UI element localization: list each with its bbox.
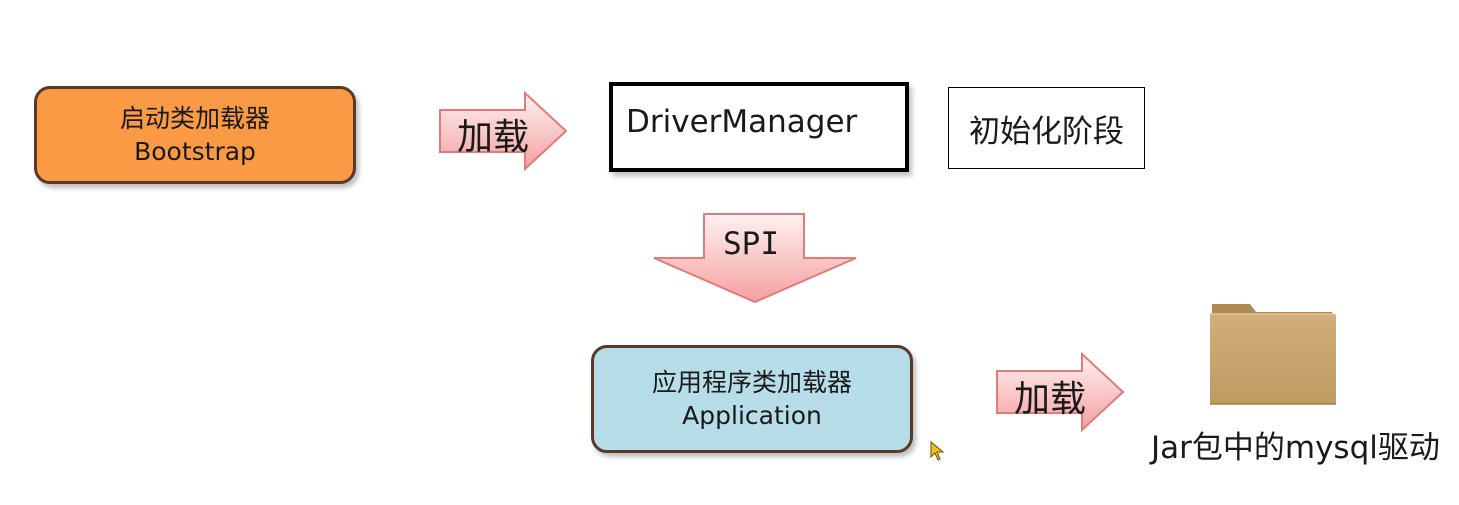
mouse-cursor-icon (930, 441, 945, 461)
load-arrow-bottom-label: 加载 (1014, 379, 1087, 420)
jar-folder-label: Jar包中的mysql驱动 (1151, 430, 1440, 466)
bootstrap-loader-title: 启动类加载器 (119, 104, 270, 133)
init-stage-box: 初始化阶段 (948, 87, 1145, 169)
spi-arrow-label: SPI (723, 226, 779, 262)
bootstrap-loader-subtitle: Bootstrap (134, 137, 256, 166)
bootstrap-loader-box: 启动类加载器 Bootstrap (34, 86, 356, 184)
spi-arrow (653, 213, 857, 304)
driver-manager-box: DriverManager (609, 82, 909, 172)
application-loader-title: 应用程序类加载器 (651, 368, 852, 397)
load-arrow-bottom (996, 351, 1125, 433)
init-stage-label: 初始化阶段 (969, 113, 1124, 150)
load-arrow-top (439, 90, 568, 172)
application-loader-subtitle: Application (682, 401, 822, 430)
load-arrow-top-label: 加载 (457, 117, 530, 158)
folder-icon (1210, 304, 1336, 405)
application-loader-box: 应用程序类加载器 Application (591, 345, 913, 453)
driver-manager-label: DriverManager (626, 104, 858, 140)
